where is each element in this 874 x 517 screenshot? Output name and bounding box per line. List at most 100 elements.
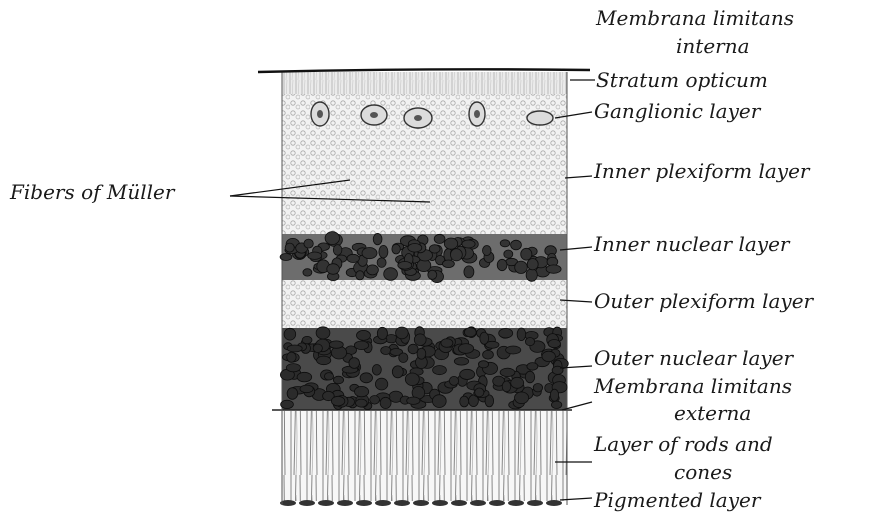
nucleus: [442, 260, 454, 268]
retina-column: [258, 69, 590, 510]
nucleus: [526, 269, 537, 282]
nucleus: [533, 384, 542, 392]
nucleus: [300, 385, 313, 393]
nucleus: [428, 270, 437, 279]
label-membrana-limitans-externa-line2: externa: [674, 401, 751, 425]
nucleus: [375, 378, 387, 390]
nucleus: [542, 351, 555, 361]
nucleus: [367, 265, 379, 275]
nucleus: [408, 244, 422, 253]
nucleus: [500, 368, 515, 376]
pigmented-layer-cells: [280, 500, 562, 506]
nucleus: [287, 345, 302, 352]
nucleus: [483, 350, 494, 359]
pigment-cell: [394, 500, 410, 506]
nucleus: [429, 245, 440, 253]
rods-and-cones-band: [282, 411, 567, 501]
pigment-cell: [489, 500, 505, 506]
nucleus: [325, 232, 339, 245]
nucleus: [407, 397, 420, 404]
nucleus: [377, 327, 387, 339]
nucleus: [460, 369, 475, 379]
stratum-opticum-band: [282, 72, 567, 94]
nucleus: [434, 234, 445, 243]
pigment-cell: [451, 500, 467, 506]
nucleus: [432, 395, 446, 408]
nucleus: [304, 239, 313, 248]
pigment-cell: [546, 500, 562, 506]
nucleus: [478, 361, 488, 368]
nucleus: [280, 254, 292, 261]
nucleus: [357, 330, 371, 340]
nucleus: [525, 371, 534, 383]
nucleus: [521, 248, 532, 260]
nucleus: [460, 396, 469, 407]
nucleus: [500, 240, 510, 247]
nucleus: [550, 389, 558, 401]
label-layer-of-rods-and-cones-line2: cones: [674, 460, 732, 484]
nucleus: [417, 348, 426, 359]
nucleus: [370, 396, 380, 405]
label-inner-nuclear-layer: Inner nuclear layer: [594, 232, 789, 256]
nucleus: [527, 363, 538, 371]
label-pigmented-layer: Pigmented layer: [594, 488, 760, 512]
label-membrana-limitans-interna-line2: interna: [676, 34, 750, 58]
nucleus: [511, 240, 522, 250]
nucleus: [381, 347, 391, 355]
nucleus: [511, 377, 524, 388]
nucleus: [377, 258, 386, 268]
nucleus: [360, 373, 372, 383]
nucleus: [525, 338, 534, 346]
nucleus: [303, 269, 312, 276]
nucleus: [356, 271, 364, 280]
pigment-cell: [432, 500, 448, 506]
nucleus: [333, 376, 343, 384]
pigment-cell: [508, 500, 524, 506]
nucleus: [287, 388, 298, 400]
nucleus: [316, 327, 330, 339]
pigment-cell: [356, 500, 372, 506]
nucleus: [398, 262, 412, 270]
nucleus: [483, 246, 492, 256]
nucleus: [392, 366, 403, 378]
nucleus: [464, 328, 476, 337]
label-membrana-limitans-interna-line1: Membrana limitans: [596, 6, 794, 30]
nucleus: [399, 353, 408, 363]
nucleus: [454, 358, 468, 366]
nucleus: [287, 352, 296, 362]
nucleus: [464, 266, 474, 278]
nucleus: [324, 373, 333, 380]
nucleus: [441, 339, 453, 348]
label-membrana-limitans-externa-line1: Membrana limitans: [594, 374, 792, 398]
nucleus: [380, 397, 391, 408]
nucleus: [546, 265, 561, 273]
nucleus: [449, 376, 458, 385]
nucleus: [551, 401, 561, 408]
nucleus: [502, 381, 511, 392]
nucleus: [405, 373, 419, 386]
nucleus: [451, 249, 463, 261]
nucleus: [408, 344, 418, 354]
nucleus: [354, 341, 368, 350]
nucleus: [308, 252, 322, 259]
pigment-cell: [375, 500, 391, 506]
nucleus: [317, 356, 331, 365]
label-layer-of-rods-and-cones-line1: Layer of rods and: [594, 432, 773, 456]
nucleus: [396, 327, 409, 339]
nucleus: [297, 372, 312, 382]
nucleus: [475, 388, 484, 397]
nucleus: [284, 328, 296, 340]
label-stratum-opticum: Stratum opticum: [596, 68, 768, 92]
nucleus: [517, 328, 526, 341]
pigment-cell: [413, 500, 429, 506]
nucleus: [527, 259, 538, 270]
nucleus: [458, 344, 473, 354]
nucleus: [504, 250, 513, 258]
outer-plexiform-band: [282, 280, 567, 328]
nucleus: [499, 329, 513, 338]
label-inner-plexiform-layer: Inner plexiform layer: [594, 159, 809, 183]
nucleus: [355, 386, 369, 396]
nucleus: [286, 364, 300, 372]
nucleus: [373, 233, 382, 244]
